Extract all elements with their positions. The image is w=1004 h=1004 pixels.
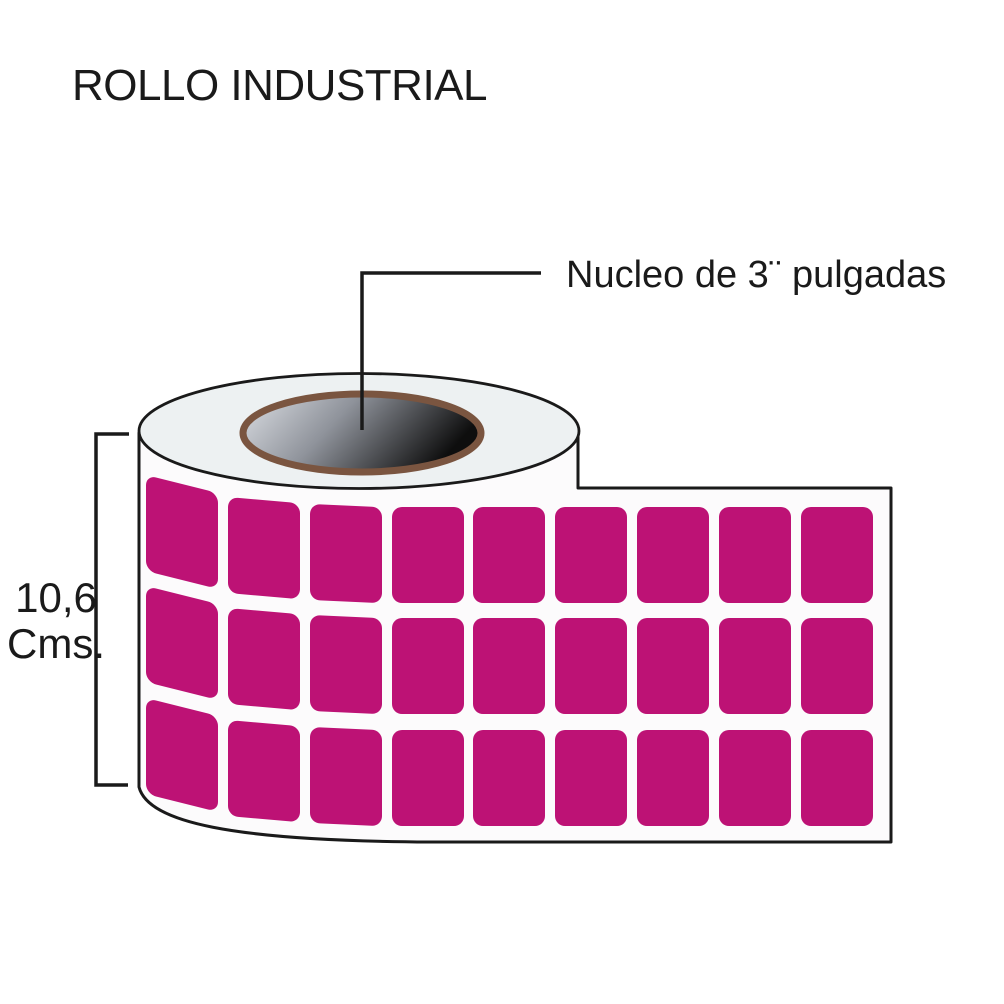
label-sticker xyxy=(637,730,709,826)
label-sticker-face xyxy=(310,504,382,603)
label-sticker xyxy=(555,507,627,603)
label-sticker-face xyxy=(555,730,627,826)
label-sticker-face xyxy=(801,507,873,603)
label-sticker-face xyxy=(392,618,464,714)
label-sticker-face xyxy=(801,618,873,714)
label-sticker-face xyxy=(146,477,218,587)
label-sticker xyxy=(555,730,627,826)
label-sticker-face xyxy=(228,608,300,710)
label-sticker xyxy=(473,618,545,714)
height-unit: Cms. xyxy=(7,620,105,667)
label-sticker xyxy=(473,507,545,603)
label-sticker-face xyxy=(310,615,382,714)
label-sticker xyxy=(392,618,464,714)
label-grid xyxy=(146,477,873,826)
height-value: 10,6 xyxy=(15,574,97,621)
label-sticker xyxy=(146,477,218,587)
label-sticker xyxy=(473,730,545,826)
label-sticker-face xyxy=(473,507,545,603)
label-sticker-face xyxy=(637,618,709,714)
label-sticker xyxy=(228,608,300,710)
page-title: ROLLO INDUSTRIAL xyxy=(72,61,487,110)
label-sticker-face xyxy=(228,497,300,599)
label-sticker xyxy=(392,730,464,826)
label-sticker xyxy=(228,720,300,822)
label-sticker xyxy=(719,730,791,826)
label-sticker xyxy=(801,730,873,826)
label-sticker-face xyxy=(555,507,627,603)
label-sticker xyxy=(637,618,709,714)
label-sticker-face xyxy=(637,507,709,603)
label-sticker xyxy=(719,507,791,603)
label-sticker-face xyxy=(719,730,791,826)
label-sticker-face xyxy=(637,730,709,826)
label-sticker-face xyxy=(392,730,464,826)
label-sticker xyxy=(146,588,218,698)
label-sticker-face xyxy=(719,507,791,603)
label-sticker-face xyxy=(801,730,873,826)
label-sticker-face xyxy=(555,618,627,714)
label-sticker-face xyxy=(473,730,545,826)
label-sticker xyxy=(719,618,791,714)
core-annotation: Nucleo de 3¨ pulgadas xyxy=(566,254,946,296)
core-leader-line xyxy=(360,271,541,430)
label-sticker xyxy=(310,727,382,826)
label-sticker xyxy=(801,618,873,714)
label-sticker xyxy=(637,507,709,603)
label-sticker xyxy=(228,497,300,599)
label-sticker-face xyxy=(392,507,464,603)
label-sticker-face xyxy=(146,700,218,810)
label-sticker xyxy=(146,700,218,810)
label-sticker-face xyxy=(146,588,218,698)
label-sticker xyxy=(555,618,627,714)
label-sticker-face xyxy=(310,727,382,826)
label-sticker xyxy=(801,507,873,603)
label-sticker xyxy=(392,507,464,603)
label-sticker xyxy=(310,504,382,603)
label-sticker-face xyxy=(473,618,545,714)
label-sticker xyxy=(310,615,382,714)
label-sticker-face xyxy=(228,720,300,822)
label-sticker-face xyxy=(719,618,791,714)
height-bracket xyxy=(94,432,129,787)
